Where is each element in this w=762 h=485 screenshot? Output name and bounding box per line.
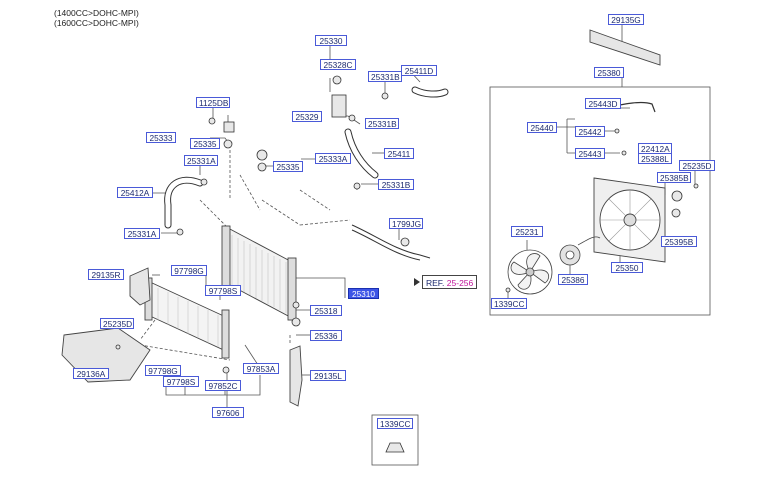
part-label-97852c[interactable]: 97852C [205, 380, 241, 391]
part-label-25386[interactable]: 25386 [558, 274, 588, 285]
part-label-1339cc-small[interactable]: 1339CC [491, 298, 527, 309]
ref-number: 25-256 [446, 278, 474, 288]
part-label-97798g-low[interactable]: 97798G [145, 365, 181, 376]
part-label-25333a[interactable]: 25333A [315, 153, 351, 164]
part-label-25336[interactable]: 25336 [310, 330, 342, 341]
part-label-25330[interactable]: 25330 [315, 35, 347, 46]
part-label-97853a[interactable]: 97853A [243, 363, 279, 374]
part-label-97606[interactable]: 97606 [212, 407, 244, 418]
fittings [115, 75, 699, 453]
part-label-25411[interactable]: 25411 [384, 148, 414, 159]
engine-variant-2: (1600CC>DOHC-MPI) [54, 18, 139, 28]
part-label-25335-b[interactable]: 25335 [273, 161, 303, 172]
part-label-25380[interactable]: 25380 [594, 67, 624, 78]
ref-prefix: REF. [426, 278, 445, 288]
part-label-25385b[interactable]: 25385B [657, 172, 691, 183]
part-label-25328c[interactable]: 25328C [320, 59, 356, 70]
part-label-25331a-low[interactable]: 25331A [124, 228, 160, 239]
detail-frame [371, 414, 419, 466]
part-label-25235d-left[interactable]: 25235D [100, 318, 134, 329]
part-label-97798s-top[interactable]: 97798S [205, 285, 241, 296]
fan-shroud [593, 177, 666, 263]
ref-arrow [414, 278, 420, 286]
part-label-97798s-low[interactable]: 97798S [163, 376, 199, 387]
part-label-25443d[interactable]: 25443D [585, 98, 621, 109]
part-label-25350[interactable]: 25350 [611, 262, 643, 273]
fan-motor [559, 236, 601, 266]
part-label-25335-a[interactable]: 25335 [190, 138, 220, 149]
engine-variant-1: (1400CC>DOHC-MPI) [54, 8, 139, 18]
radiator-core [221, 225, 297, 321]
part-label-25231[interactable]: 25231 [511, 226, 543, 237]
part-label-25331b-mid[interactable]: 25331B [365, 118, 399, 129]
part-label-25443[interactable]: 25443 [575, 148, 605, 159]
part-label-25411d[interactable]: 25411D [401, 65, 437, 76]
part-label-25235d-right[interactable]: 25235D [679, 160, 715, 171]
part-label-29135r[interactable]: 29135R [88, 269, 124, 280]
part-label-25412a[interactable]: 25412A [117, 187, 153, 198]
part-label-25333[interactable]: 25333 [146, 132, 176, 143]
fan-blade [507, 249, 553, 295]
part-label-25388l[interactable]: 25388L [638, 153, 672, 164]
part-label-1339cc-box[interactable]: 1339CC [377, 418, 413, 429]
part-label-25318[interactable]: 25318 [310, 305, 342, 316]
upper-air-guide [589, 29, 661, 66]
part-label-97798g-top[interactable]: 97798G [171, 265, 207, 276]
part-label-25331a-top[interactable]: 25331A [184, 155, 218, 166]
part-label-25395b[interactable]: 25395B [661, 236, 697, 247]
part-label-25442[interactable]: 25442 [575, 126, 605, 137]
part-label-25310-selected[interactable]: 25310 [348, 288, 379, 299]
part-label-25329[interactable]: 25329 [292, 111, 322, 122]
part-label-1799jg[interactable]: 1799JG [389, 218, 423, 229]
part-label-25331b-top[interactable]: 25331B [368, 71, 402, 82]
fan-assembly-frame [489, 86, 711, 316]
part-label-25440[interactable]: 25440 [527, 122, 557, 133]
part-label-29136a[interactable]: 29136A [73, 368, 109, 379]
ref-tag[interactable]: REF. 25-256 [422, 275, 478, 289]
part-label-25331b-low[interactable]: 25331B [378, 179, 414, 190]
part-label-29135l[interactable]: 29135L [310, 370, 346, 381]
part-label-29135g[interactable]: 29135G [608, 14, 644, 25]
part-label-1125db[interactable]: 1125DB [196, 97, 230, 108]
